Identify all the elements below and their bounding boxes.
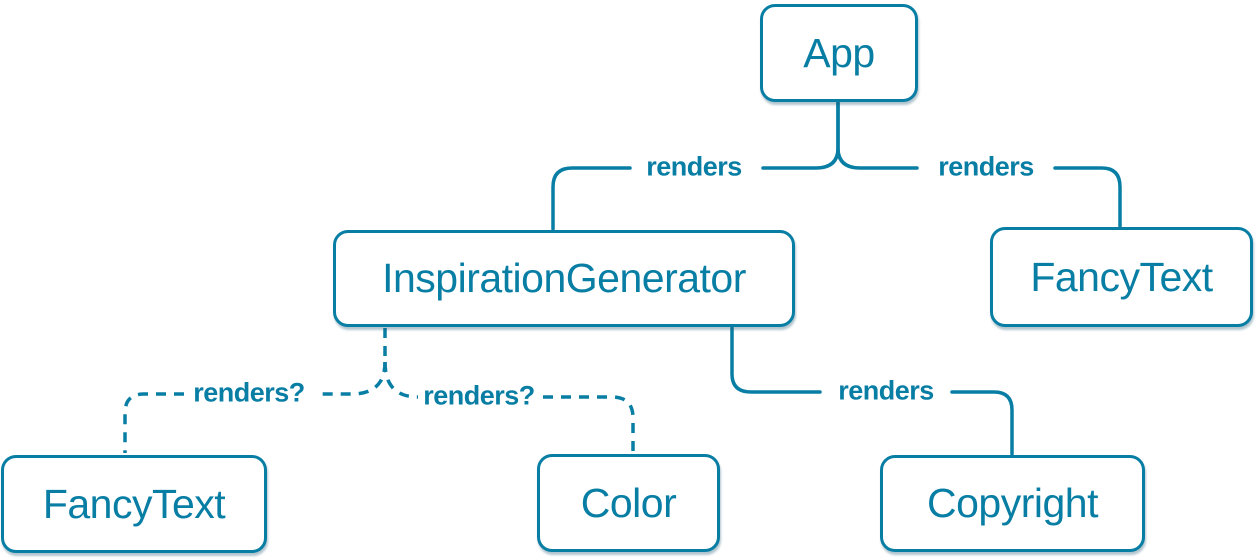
edge-label-renders-inspirationgenerator: renders <box>642 153 746 181</box>
node-copyright: Copyright <box>880 455 1145 552</box>
edge-label-renders-conditional-fancytext: renders? <box>189 379 309 407</box>
node-inspiration-generator-label: InspirationGenerator <box>382 255 746 301</box>
node-inspiration-generator: InspirationGenerator <box>333 230 795 327</box>
node-app: App <box>760 4 918 102</box>
edge-inspirationgenerator-to-color-conditional <box>383 361 635 452</box>
edge-app-to-fancytext <box>836 101 1122 228</box>
edge-inspirationgenerator-to-copyright <box>730 326 1014 456</box>
node-app-label: App <box>803 29 875 76</box>
node-color-label: Color <box>580 479 677 526</box>
node-fancy-text-bottom-label: FancyText <box>42 480 226 527</box>
node-fancy-text-top-label: FancyText <box>1030 253 1213 300</box>
edge-inspirationgenerator-to-fancytext-conditional <box>123 361 387 453</box>
node-fancy-text-top: FancyText <box>990 227 1253 327</box>
edge-label-renders-fancytext: renders <box>934 153 1038 181</box>
node-fancy-text-bottom: FancyText <box>1 455 267 553</box>
edge-label-renders-conditional-color: renders? <box>419 382 539 410</box>
edge-label-renders-copyright: renders <box>834 377 938 405</box>
node-copyright-label: Copyright <box>927 480 1098 526</box>
node-color: Color <box>537 454 720 552</box>
